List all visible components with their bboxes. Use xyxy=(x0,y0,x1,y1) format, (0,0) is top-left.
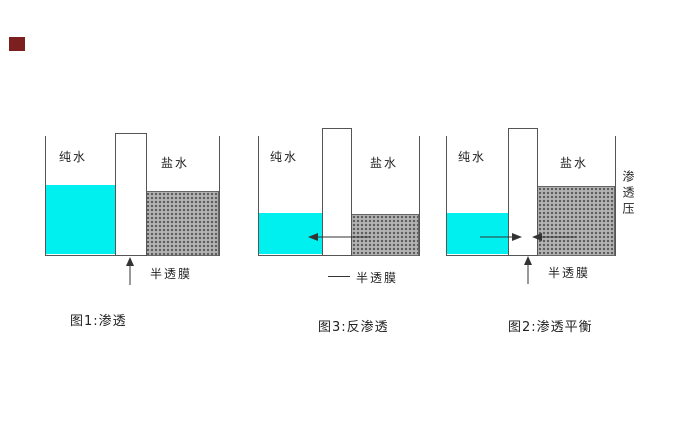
salt-water-region xyxy=(537,186,615,256)
figure-caption: 图2:渗透平衡 xyxy=(508,320,593,335)
semipermeable-membrane xyxy=(115,133,147,256)
salt-water-region xyxy=(351,214,419,256)
pure-water-region xyxy=(46,185,115,254)
salt-water-label: 盐水 xyxy=(161,156,190,170)
semipermeable-membrane xyxy=(322,128,352,256)
pure-water-region xyxy=(259,213,322,254)
figure-osmosis: 纯水 盐水 半透膜 图1:渗透 xyxy=(40,125,245,340)
corner-artifact xyxy=(9,37,25,51)
flow-left-arrow xyxy=(532,233,576,241)
membrane-lead-line xyxy=(328,276,350,277)
pure-water-label: 纯水 xyxy=(458,150,487,164)
membrane-pointer-up-arrow xyxy=(126,257,134,285)
membrane-label: 半透膜 xyxy=(356,271,399,285)
figure-osmotic-equilibrium: 纯水 盐水 半透膜 图2:渗透平衡 xyxy=(440,120,670,340)
flow-right-arrow xyxy=(480,233,522,241)
osmotic-pressure-label: 渗透压 xyxy=(621,170,635,218)
salt-water-label: 盐水 xyxy=(370,156,399,170)
figure-caption: 图3:反渗透 xyxy=(318,320,389,335)
salt-water-label: 盐水 xyxy=(560,156,589,170)
membrane-pointer-up-arrow xyxy=(524,256,532,284)
pure-water-region xyxy=(447,213,508,254)
pure-water-label: 纯水 xyxy=(59,150,88,164)
salt-water-region xyxy=(145,191,219,256)
figure-reverse-osmosis: 纯水 盐水 半透膜 图3:反渗透 xyxy=(250,120,455,340)
figure-caption: 图1:渗透 xyxy=(70,314,127,329)
flow-left-arrow xyxy=(308,233,370,241)
membrane-label: 半透膜 xyxy=(548,266,591,280)
membrane-label: 半透膜 xyxy=(150,267,193,281)
pure-water-label: 纯水 xyxy=(270,150,299,164)
